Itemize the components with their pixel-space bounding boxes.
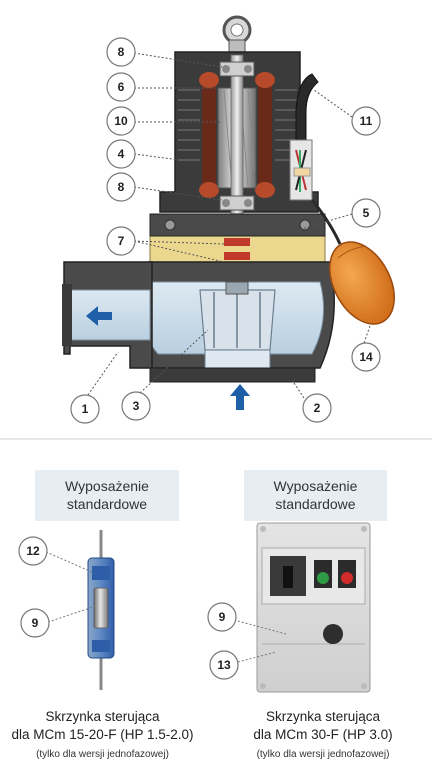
callout: 3 <box>121 391 151 421</box>
tag-line: standardowe <box>66 496 148 512</box>
svg-text:10: 10 <box>114 114 128 128</box>
callout: 8 <box>106 172 136 202</box>
callout: 7 <box>106 226 136 256</box>
svg-text:4: 4 <box>118 147 125 161</box>
callout: 8 <box>106 37 136 67</box>
caption-note: (tylko dla wersji jednofazowej) <box>256 749 390 760</box>
caption-note: (tylko dla wersji jednofazowej) <box>36 749 169 760</box>
cooling-fins <box>178 89 297 161</box>
svg-text:8: 8 <box>118 180 125 194</box>
svg-text:7: 7 <box>118 234 125 248</box>
svg-text:11: 11 <box>360 114 373 128</box>
leader-lines-left-box <box>45 551 97 623</box>
terminal-wires <box>293 149 311 192</box>
suction-flow-arrow <box>230 384 250 410</box>
callout: 11 <box>351 106 381 136</box>
callout: 4 <box>106 139 136 169</box>
upper-bearing <box>219 61 255 77</box>
svg-text:5: 5 <box>363 206 370 220</box>
leader-lines-right-box <box>233 619 287 664</box>
lifting-eye <box>222 15 252 55</box>
svg-text:14: 14 <box>359 350 373 364</box>
discharge-flow-arrow <box>86 306 112 326</box>
standard-equipment-tag-right: Wyposażenie standardowe <box>244 470 387 521</box>
svg-text:1: 1 <box>82 402 89 416</box>
caption-left: Skrzynka sterująca dla MCm 15-20-F (HP 1… <box>0 708 205 766</box>
callout: 12 <box>18 536 48 566</box>
svg-text:2: 2 <box>314 401 321 415</box>
standard-equipment-tag-left: Wyposażenie standardowe <box>35 470 179 521</box>
lower-bearing <box>219 195 255 211</box>
control-box-small <box>87 530 115 690</box>
svg-text:6: 6 <box>118 80 125 94</box>
tag-line: Wyposażenie <box>65 478 149 494</box>
svg-text:3: 3 <box>133 399 140 413</box>
svg-text:8: 8 <box>118 45 125 59</box>
callout: 9 <box>207 602 237 632</box>
caption-model: dla MCm 15-20-F (HP 1.5-2.0) <box>11 727 194 742</box>
tag-line: standardowe <box>275 496 356 512</box>
caption-title: Skrzynka sterująca <box>265 709 381 724</box>
pump-base <box>149 367 316 383</box>
seal-flange <box>149 213 326 237</box>
tag-line: Wyposażenie <box>273 478 358 494</box>
pump-cross-section <box>62 15 395 410</box>
caption-title: Skrzynka sterująca <box>45 709 160 724</box>
caption-right: Skrzynka sterująca dla MCm 30-F (HP 3.0)… <box>218 708 428 766</box>
float-switch <box>310 199 395 325</box>
callout: 10 <box>106 106 136 136</box>
callout: 14 <box>351 342 381 372</box>
callout: 2 <box>302 393 332 423</box>
svg-text:9: 9 <box>219 610 226 624</box>
leader-lines <box>87 52 371 399</box>
caption-model: dla MCm 30-F (HP 3.0) <box>253 727 393 742</box>
callout: 6 <box>106 72 136 102</box>
callout: 9 <box>20 608 50 638</box>
callout: 13 <box>209 650 239 680</box>
control-box-knob <box>323 624 343 644</box>
callout: 1 <box>70 394 100 424</box>
svg-text:9: 9 <box>32 616 39 630</box>
impeller <box>199 281 276 351</box>
callout: 5 <box>351 198 381 228</box>
svg-text:12: 12 <box>26 544 40 558</box>
control-box-large <box>256 522 371 693</box>
stator-windings <box>199 72 275 198</box>
svg-text:13: 13 <box>217 658 231 672</box>
